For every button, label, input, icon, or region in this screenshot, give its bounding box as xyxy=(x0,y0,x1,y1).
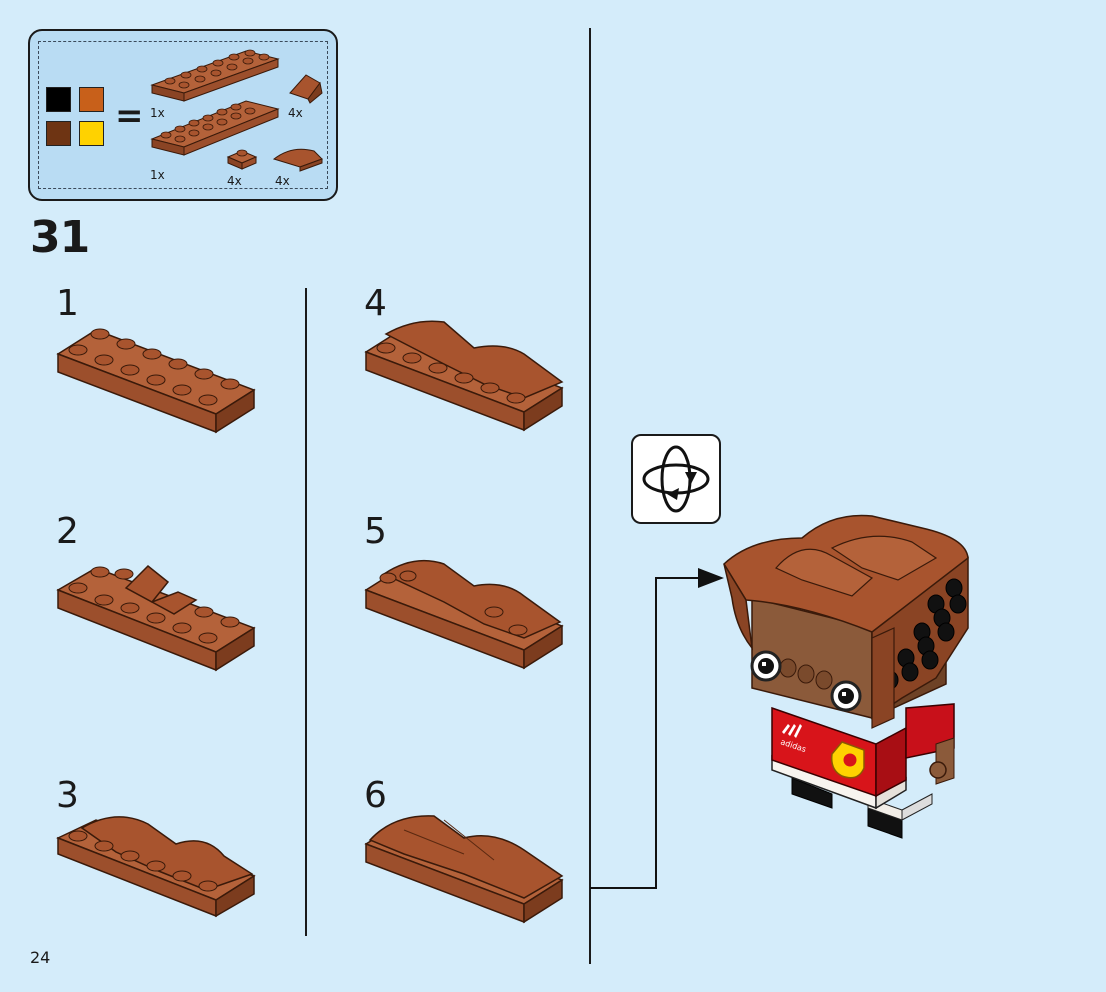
substep-4-number: 4 xyxy=(364,283,387,324)
substep-3-number: 3 xyxy=(56,775,79,816)
substep-3-assembly xyxy=(56,816,256,918)
qty-curved-slope: 4x xyxy=(275,174,290,188)
qty-plate-2x8: 1x xyxy=(150,168,165,182)
substep-divider xyxy=(305,288,307,936)
part-slope xyxy=(289,74,323,104)
substep-1-assembly xyxy=(56,328,256,434)
parts-callout: = 1x 4x 1x 4x xyxy=(28,29,338,201)
substep-1-number: 1 xyxy=(56,283,79,324)
substep-6-assembly xyxy=(364,815,564,924)
page-number: 24 xyxy=(30,948,51,967)
qty-plate-2x6: 1x xyxy=(150,106,165,120)
equals-sign: = xyxy=(115,96,144,136)
part-plate-2x8 xyxy=(150,100,280,156)
qty-plate-1x1: 4x xyxy=(227,174,242,188)
step-number: 31 xyxy=(30,212,90,263)
parts-callout-border xyxy=(38,41,328,189)
eyes xyxy=(750,650,862,712)
page-divider xyxy=(589,28,591,964)
brickheadz-figure: adidas xyxy=(723,514,969,839)
rotate-model-icon xyxy=(631,434,721,524)
qty-slope: 4x xyxy=(288,106,303,120)
color-swatch-orange xyxy=(79,87,104,112)
connector-arrow xyxy=(590,568,724,889)
substep-2-assembly xyxy=(56,564,256,672)
substep-5-number: 5 xyxy=(364,511,387,552)
substep-2-number: 2 xyxy=(56,511,79,552)
color-swatch-yellow xyxy=(79,121,104,146)
substep-5-assembly xyxy=(364,559,564,670)
color-swatch-black xyxy=(46,87,71,112)
color-swatch-brown xyxy=(46,121,71,146)
substep-6-number: 6 xyxy=(364,775,387,816)
part-plate-1x1 xyxy=(226,149,258,170)
substep-4-assembly xyxy=(364,320,564,432)
part-curved-slope xyxy=(272,148,323,172)
club-crest-icon xyxy=(830,741,865,779)
part-plate-2x6 xyxy=(150,49,280,102)
